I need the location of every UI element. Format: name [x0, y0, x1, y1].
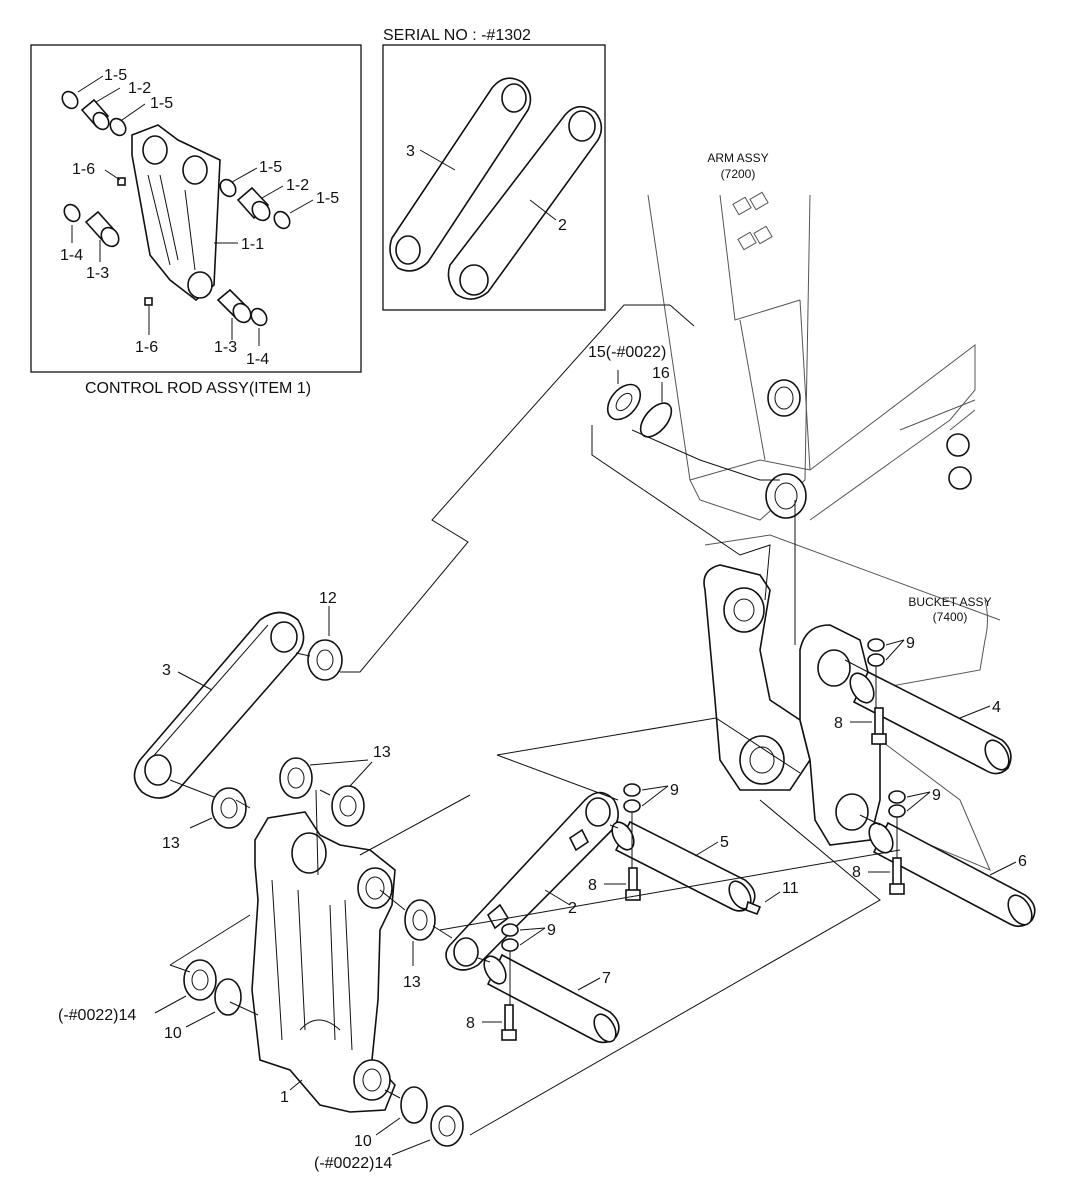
nuts-9-d: [501, 923, 519, 952]
washer-13-d: [404, 899, 436, 941]
inset-bushing-left: [63, 203, 120, 248]
callout-8-a: 8: [834, 715, 843, 732]
inset-leaders: [71, 75, 314, 346]
callout-1-1: 1-1: [241, 236, 264, 253]
washer-14-bottom: [430, 1105, 464, 1147]
bucket-assy-code: (7400): [933, 610, 968, 624]
serial-link-2: [447, 105, 603, 300]
callout-2: 2: [568, 900, 577, 917]
callout-1-6-b: 1-6: [135, 339, 158, 356]
pin-6: [868, 821, 1036, 928]
ring-1-5-b: [109, 117, 127, 137]
washer-12: [307, 639, 343, 681]
bolt-11: [745, 900, 762, 916]
washer-13-b: [279, 757, 313, 799]
callout-10-bottom: 10: [354, 1133, 372, 1150]
callout-9-d: 9: [547, 922, 556, 939]
o-ring-16: [639, 402, 673, 438]
callout-1-3-b: 1-3: [214, 339, 237, 356]
callout-13-right: 13: [403, 974, 421, 991]
callout-15: 15(-#0022): [588, 344, 666, 361]
callout-8-d: 8: [466, 1015, 475, 1032]
serial-caption: SERIAL NO : -#1302: [383, 27, 531, 44]
inset-bushing-lower-right: [216, 288, 268, 327]
arm-assembly: ARM ASSY (7200): [647, 151, 976, 521]
callout-14-bottom: (-#0022)14: [314, 1155, 392, 1172]
callout-4: 4: [992, 699, 1001, 716]
callout-13-left: 13: [162, 835, 180, 852]
callout-13-top: 13: [373, 744, 391, 761]
callout-1-5-d: 1-5: [316, 190, 339, 207]
control-rod-inset-frame: [30, 44, 362, 373]
o-ring-10-bottom: [400, 1086, 428, 1124]
assembly-guide-lines: [169, 304, 901, 1136]
arm-assy-name: ARM ASSY: [707, 151, 768, 165]
callout-9-b: 9: [932, 787, 941, 804]
washer-14-left: [183, 959, 217, 1001]
washer-13-c: [331, 785, 365, 827]
washer-13-a: [211, 787, 247, 829]
serial-callout-3: 3: [406, 143, 415, 160]
callout-8-b: 8: [852, 864, 861, 881]
callout-1-3-a: 1-3: [86, 265, 109, 282]
callout-1-5-c: 1-5: [259, 159, 282, 176]
callout-8-c: 8: [588, 877, 597, 894]
serial-link-3: [389, 77, 532, 272]
serial-callout-2: 2: [558, 217, 567, 234]
callout-7: 7: [602, 970, 611, 987]
washer-15: [606, 383, 642, 421]
link-2: [445, 791, 619, 971]
serial-inset: SERIAL NO : -#1302 3 2: [382, 27, 606, 311]
callout-10-left: 10: [164, 1025, 182, 1042]
callout-1-5-a: 1-5: [104, 67, 127, 84]
callout-1-5-b: 1-5: [150, 95, 173, 112]
callout-1-4-b: 1-4: [246, 351, 269, 368]
callout-5: 5: [720, 834, 729, 851]
callout-14-left: (-#0022)14: [58, 1007, 136, 1024]
callout-1-2-b: 1-2: [286, 177, 309, 194]
grease-nipple-a: [117, 177, 126, 186]
callout-11: 11: [782, 880, 799, 897]
nuts-9-a: [867, 638, 885, 667]
callout-1-4-a: 1-4: [60, 247, 83, 264]
inset-bushing-top: [61, 90, 127, 137]
callout-12: 12: [319, 590, 337, 607]
control-rod-inset: CONTROL ROD ASSY(ITEM 1): [30, 44, 362, 397]
callout-6: 6: [1018, 853, 1027, 870]
link-3: [133, 611, 305, 799]
bolt-8-a: [871, 707, 887, 745]
pin-4: [849, 670, 1012, 775]
callout-1: 1: [280, 1089, 289, 1106]
callout-1-6-a: 1-6: [72, 161, 95, 178]
callout-1-2-a: 1-2: [128, 80, 151, 97]
callout-3: 3: [162, 662, 171, 679]
grease-nipple-b: [144, 297, 153, 306]
control-rod-caption: CONTROL ROD ASSY(ITEM 1): [85, 380, 311, 397]
nuts-9-b: [888, 790, 906, 818]
pin-7: [483, 953, 620, 1044]
arm-assy-code: (7200): [721, 167, 756, 181]
bucket-assy-name: BUCKET ASSY: [908, 595, 991, 609]
nuts-9-c: [623, 783, 641, 813]
inset-control-rod-body: [131, 124, 221, 302]
bucket-assembly: BUCKET ASSY (7400): [703, 534, 1001, 871]
o-ring-10-left: [214, 978, 242, 1016]
inset-bushing-right: [219, 178, 291, 230]
bolt-8-d: [501, 1004, 517, 1041]
callout-9-c: 9: [670, 782, 679, 799]
callout-9-a: 9: [906, 635, 915, 652]
control-rod-1: [251, 811, 396, 1113]
ring-1-5-a: [61, 90, 79, 110]
serial-inset-frame: [382, 44, 606, 311]
callout-16: 16: [652, 365, 670, 382]
